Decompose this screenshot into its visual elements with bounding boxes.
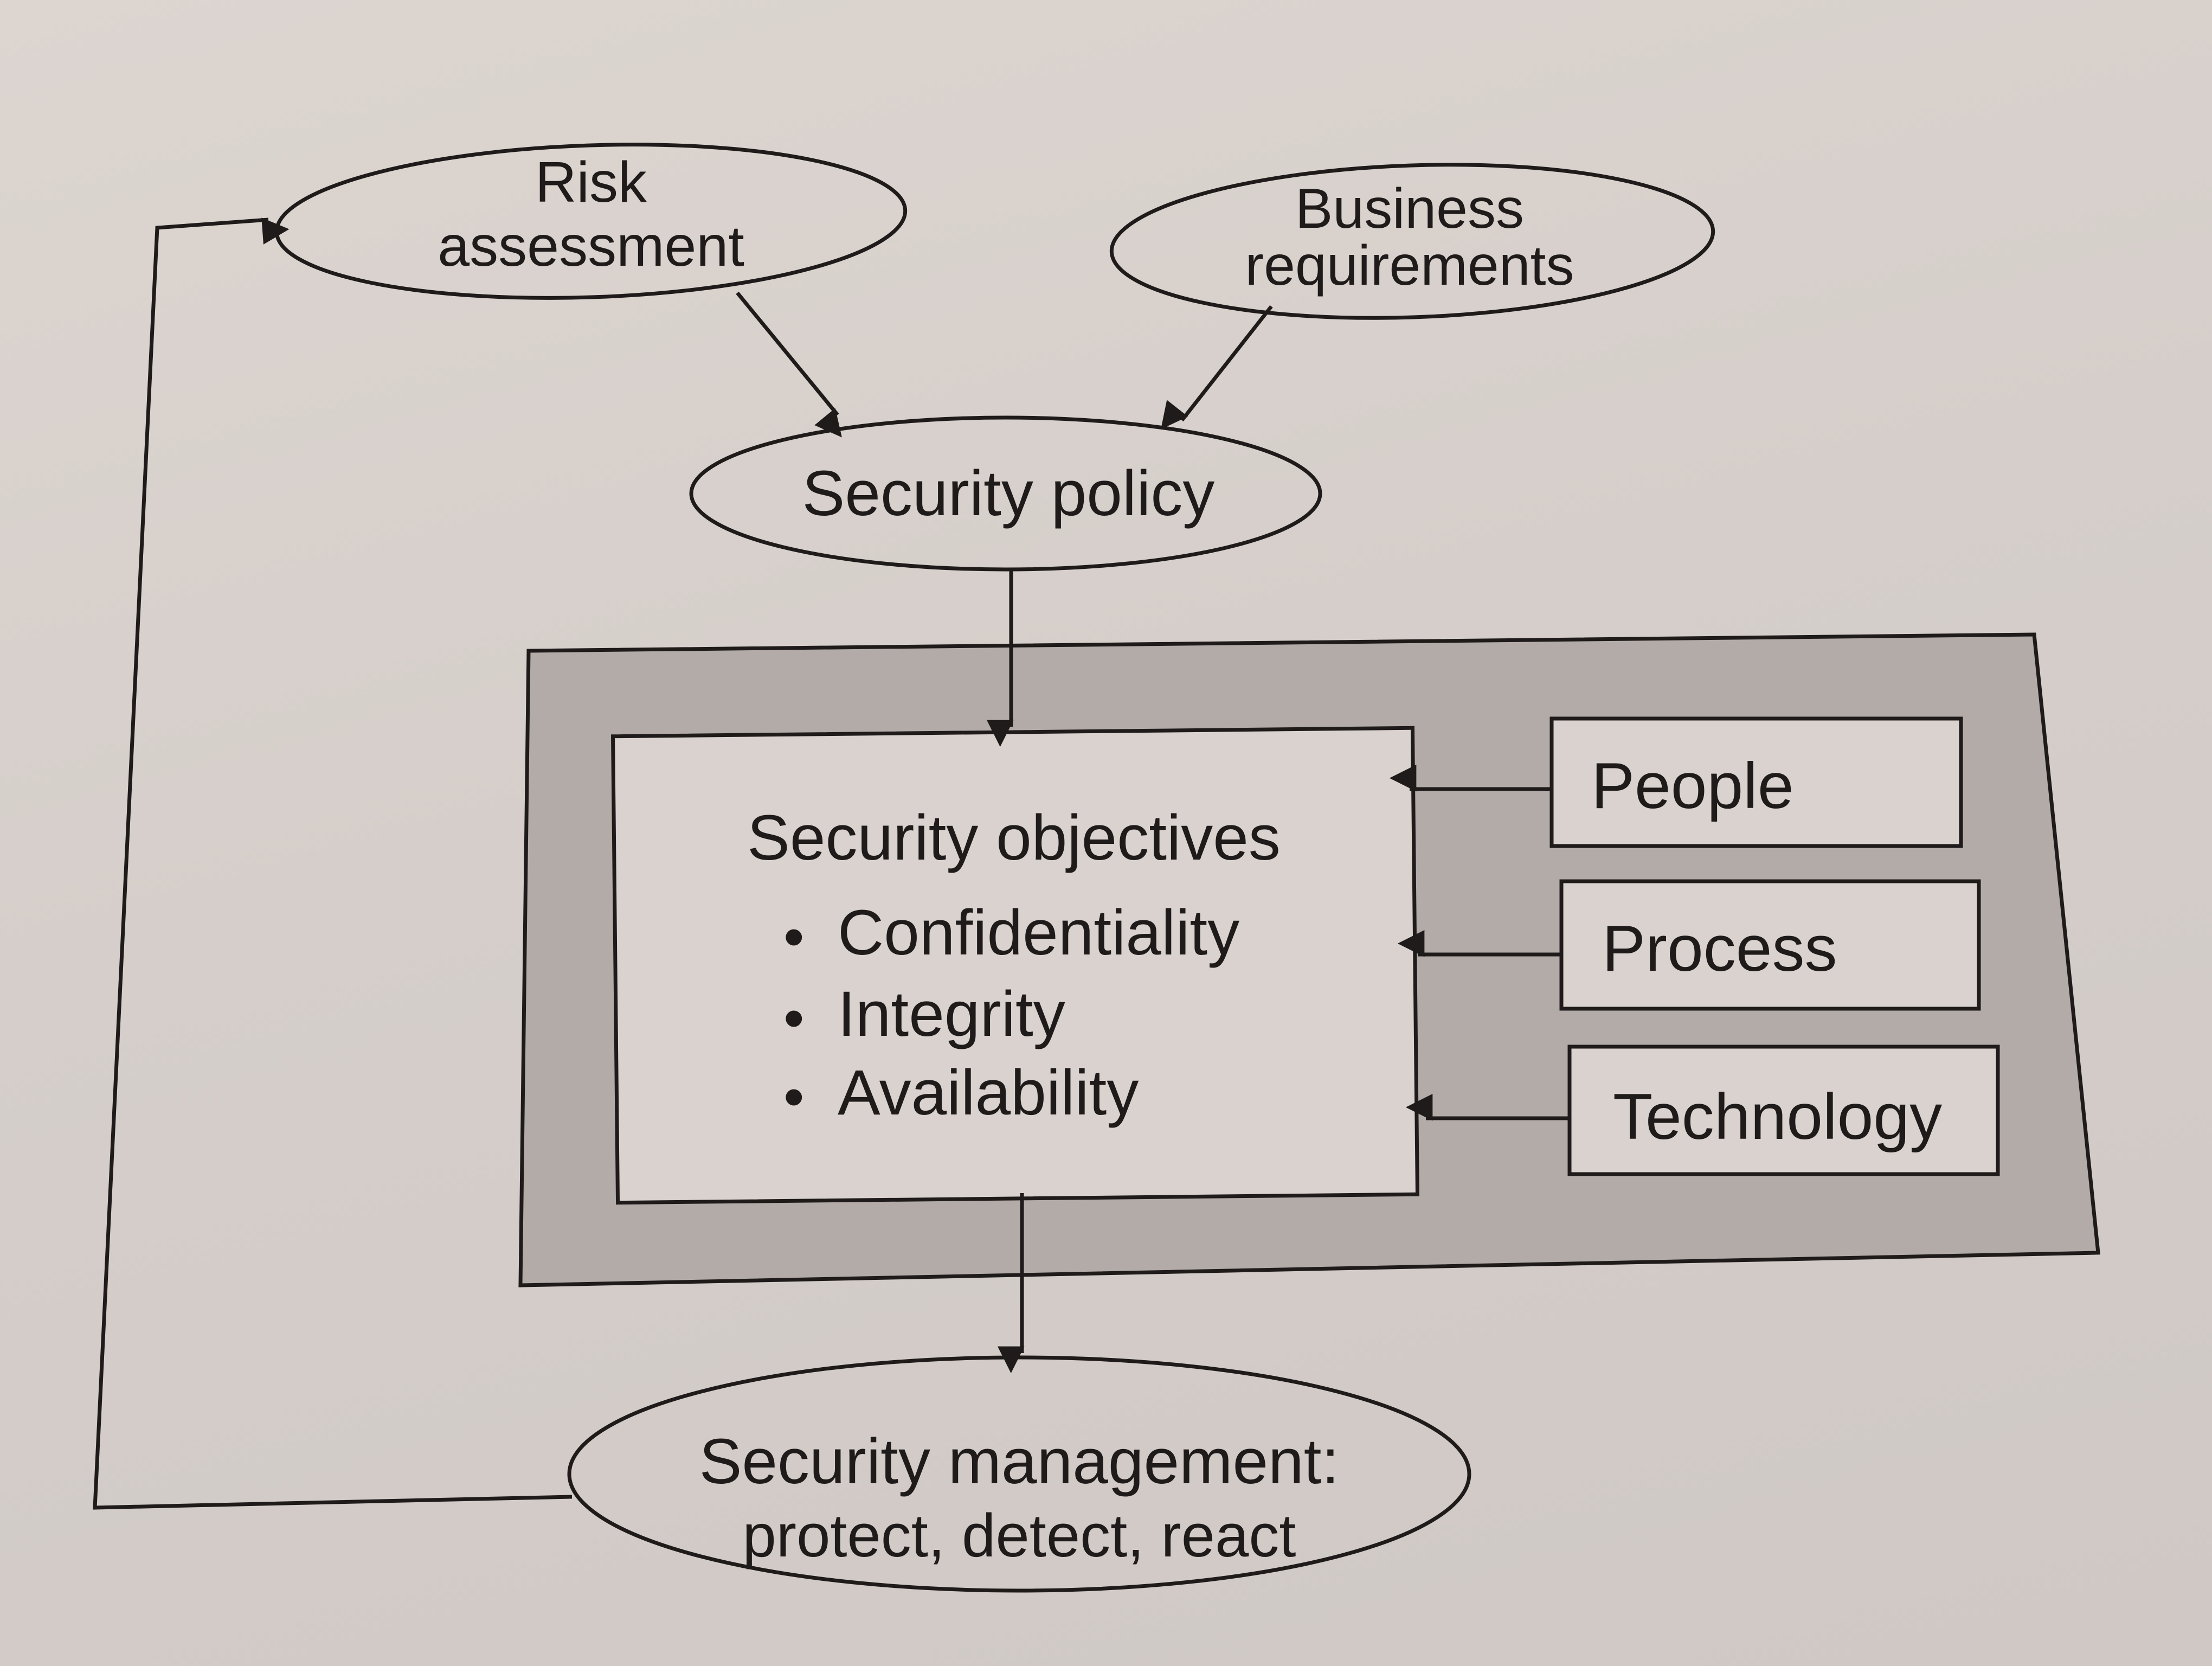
process-label: Process (1602, 912, 1837, 985)
bullet-icon: • (783, 904, 805, 970)
risk-assessment-label-line1: Risk (535, 150, 647, 214)
security-policy-label: Security policy (802, 458, 1215, 529)
objective-confidentiality: Confidentiality (838, 897, 1239, 969)
security-management-label-line1: Security management: (699, 1426, 1340, 1497)
security-policy-node (689, 415, 1322, 572)
risk-assessment-label-line2: assessment (438, 214, 744, 278)
arrow-business-to-policy (1161, 305, 1273, 430)
technology-box (1567, 1045, 2000, 1176)
arrow-risk-to-policy (736, 291, 842, 438)
people-label: People (1591, 749, 1794, 822)
arrow-feedback-loop (93, 217, 573, 1510)
security-objectives-title: Security objectives (747, 802, 1281, 874)
process-box (1559, 879, 1981, 1011)
technology-label: Technology (1613, 1080, 1942, 1153)
bullet-icon: • (783, 1063, 805, 1130)
bullet-icon: • (783, 985, 805, 1052)
objective-availability: Availability (838, 1057, 1139, 1129)
people-box (1549, 716, 1963, 848)
business-requirements-label-line2: requirements (1245, 234, 1574, 297)
security-management-label-line2: protect, detect, react (743, 1502, 1296, 1569)
business-requirements-node (1109, 163, 1715, 320)
business-requirements-label-line1: Business (1295, 177, 1524, 240)
objective-integrity: Integrity (838, 978, 1065, 1050)
